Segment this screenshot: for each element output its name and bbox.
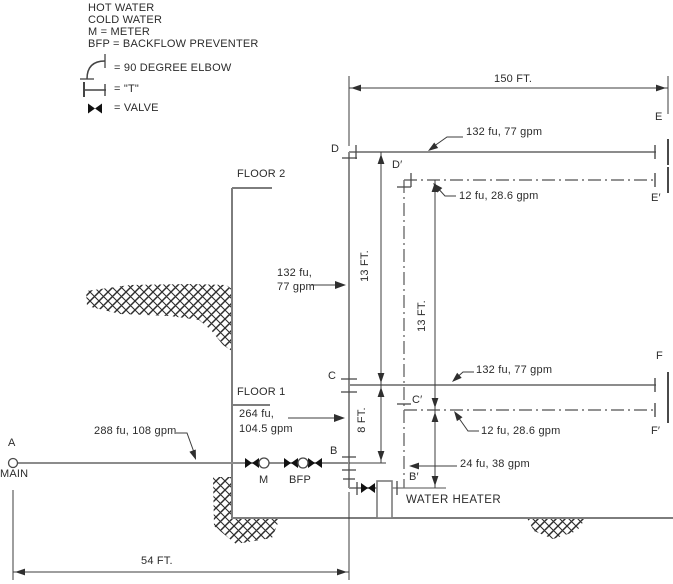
riser-cd-flow-line2: 77 gpm: [277, 281, 315, 293]
main-label: MAIN: [0, 468, 29, 480]
meter-label: M: [259, 474, 269, 486]
water-heater-label: WATER HEATER: [406, 494, 502, 506]
bfp-label: BFP: [289, 474, 311, 486]
riser-cd-flow-line1: 132 fu,: [277, 267, 313, 279]
main-flow-label: 288 fu, 108 gpm: [94, 425, 177, 437]
point-e-prime: E′: [651, 192, 661, 204]
valve-icon: [88, 103, 102, 114]
meter-circle: [258, 457, 270, 469]
valve-icon: [361, 483, 375, 493]
branch-cf-flow-label: 132 fu, 77 gpm: [476, 364, 553, 376]
point-d: D: [331, 143, 340, 155]
tee-fittings: [654, 139, 669, 423]
cold-water-pipes: [18, 151, 656, 489]
point-c-prime: C′: [412, 394, 423, 406]
arrowheads: [15, 84, 666, 576]
fitting-ticks: [341, 145, 412, 495]
dim-13ft-cold-label: 13 FT.: [359, 250, 371, 282]
bfp-circle: [297, 457, 309, 469]
dim-8ft-label: 8 FT.: [356, 407, 368, 433]
legend-bfp-def: BFP = BACKFLOW PREVENTER: [88, 38, 259, 50]
elbow-icon: [80, 54, 106, 80]
dimension-lines: [12, 76, 669, 580]
dim-13ft-hot-label: 13 FT.: [416, 300, 428, 332]
valve-icon: [245, 458, 259, 468]
dim-150ft-label: 150 FT.: [494, 73, 533, 85]
floor1-label: FLOOR 1: [237, 386, 286, 398]
floor2-label: FLOOR 2: [237, 168, 286, 180]
main-connection-node: [7, 457, 19, 469]
legend-elbow-label: = 90 DEGREE ELBOW: [114, 62, 232, 74]
node-circles: [7, 457, 309, 469]
valve-symbols: [245, 458, 375, 493]
legend-hot-water: HOT WATER: [88, 2, 155, 14]
leader-lines: [176, 136, 479, 467]
legend-tee-label: = "T": [114, 83, 140, 95]
legend-cold-water: COLD WATER: [88, 14, 163, 26]
point-e: E: [655, 111, 663, 123]
hot-riser-flow-label: 24 fu, 38 gpm: [460, 458, 530, 470]
point-f-prime: F′: [651, 425, 661, 437]
tee-icon: [83, 82, 106, 97]
hot-water-pipes: [403, 179, 656, 488]
water-heater-box: [376, 480, 393, 519]
point-b: B: [330, 445, 338, 457]
dim-54ft-label: 54 FT.: [141, 555, 173, 567]
branch-de-hot-flow-label: 12 fu, 28.6 gpm: [459, 190, 539, 202]
point-a: A: [8, 437, 16, 449]
point-f: F: [656, 350, 663, 362]
riser-bc-flow-line2: 104.5 gpm: [239, 423, 293, 435]
building-outline: [231, 187, 673, 519]
valve-icon: [284, 458, 298, 468]
legend-valve-label: = VALVE: [114, 102, 159, 114]
point-b-prime: B′: [409, 471, 419, 483]
legend-symbols: [80, 54, 106, 114]
riser-bc-flow-line1: 264 fu,: [239, 408, 275, 420]
earth-hatch: [86, 284, 586, 544]
point-c: C: [328, 370, 337, 382]
branch-de-flow-label: 132 fu, 77 gpm: [466, 126, 543, 138]
valve-icon: [308, 458, 322, 468]
point-d-prime: D′: [392, 159, 403, 171]
legend-meter-def: M = METER: [88, 26, 150, 38]
branch-cf-hot-flow-label: 12 fu, 28.6 gpm: [481, 425, 561, 437]
